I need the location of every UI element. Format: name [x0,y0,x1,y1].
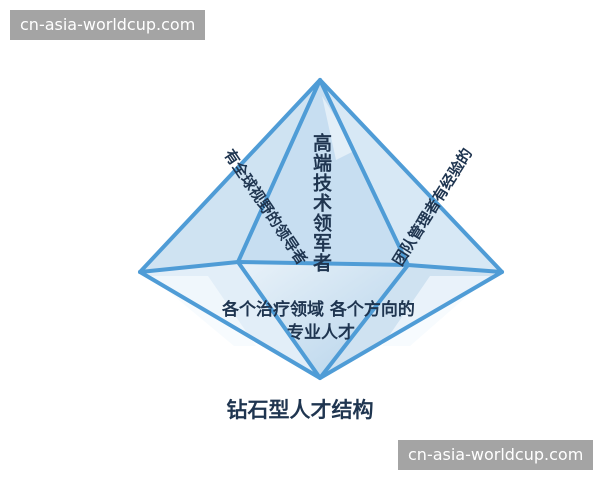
center-facet-label: 高端技术领军者 [310,133,332,273]
edge-lower-left [236,260,322,380]
highlight-top [322,96,356,160]
diamond-edges [138,78,504,380]
bottom-facet-label-line2: 专业人才 [287,323,355,343]
facet-bottom-center [238,262,408,378]
edge-girdle [138,260,504,274]
edge-lower-right [318,263,410,380]
edge-right-rib [318,78,410,267]
watermark-top: cn-asia-worldcup.com [10,10,206,40]
watermark-bottom: cn-asia-worldcup.com [398,440,594,470]
bottom-facet-label-line1: 各个治疗领域 各个方向的 [222,300,415,320]
facet-center [238,80,408,265]
edge-left-rib [236,78,322,264]
diagram-caption: 钻石型人才结构 [226,398,374,422]
